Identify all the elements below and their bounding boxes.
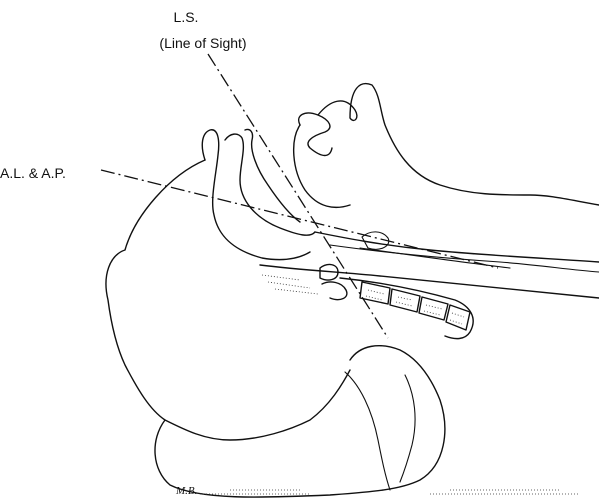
vertebra-stipple-3	[424, 305, 442, 315]
jaw-inner-curve	[345, 372, 390, 490]
nasopharynx	[318, 84, 599, 205]
lower-jaw-outline	[155, 346, 445, 497]
vertebra-outline-2	[390, 289, 420, 312]
vertebra-stipple-1	[366, 290, 384, 300]
vertebral-column-outline	[340, 278, 473, 339]
posterior-pharynx	[294, 125, 350, 207]
jaw-inner-curve-2	[400, 375, 415, 482]
artist-signature: M.B.	[175, 485, 197, 497]
vertebra-outline-4	[446, 305, 470, 330]
line-of-sight-abbrev-label: L.S.	[174, 9, 199, 25]
line-of-sight-full-label: (Line of Sight)	[159, 35, 246, 51]
prevertebral-stipple	[262, 275, 318, 294]
vertebra-stipple-4	[450, 313, 464, 324]
cervical-structure	[322, 282, 347, 300]
soft-palate	[299, 113, 332, 155]
vertebra-outline-3	[419, 297, 448, 320]
vertebra-stipple-2	[396, 297, 412, 306]
axes-label: A.L. & A.P.	[0, 165, 66, 181]
base-shading	[200, 490, 580, 494]
